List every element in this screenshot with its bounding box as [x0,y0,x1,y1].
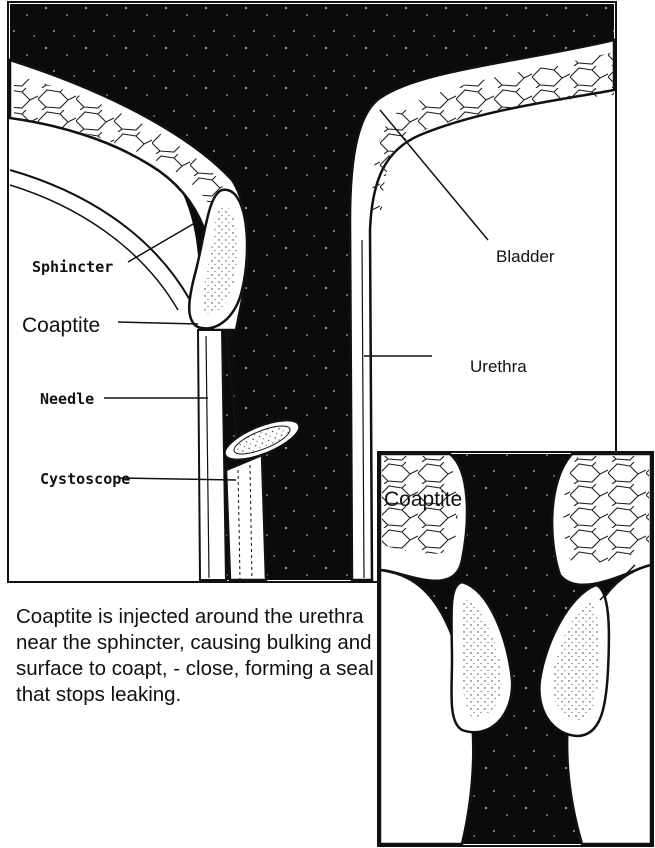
label-sphincter: Sphincter [32,258,113,276]
label-coaptite: Coaptite [22,314,100,337]
inset-label-coaptite: Coaptite [384,488,462,511]
caption-text: Coaptite is injected around the urethra … [16,604,376,708]
label-cystoscope: Cystoscope [40,470,130,488]
label-needle: Needle [40,390,94,408]
left-urethra-wall [198,330,226,580]
cystoscope-shaft [226,455,266,580]
label-bladder: Bladder [496,247,555,266]
inset-panel: Coaptite [378,452,653,846]
label-urethra: Urethra [470,357,527,376]
